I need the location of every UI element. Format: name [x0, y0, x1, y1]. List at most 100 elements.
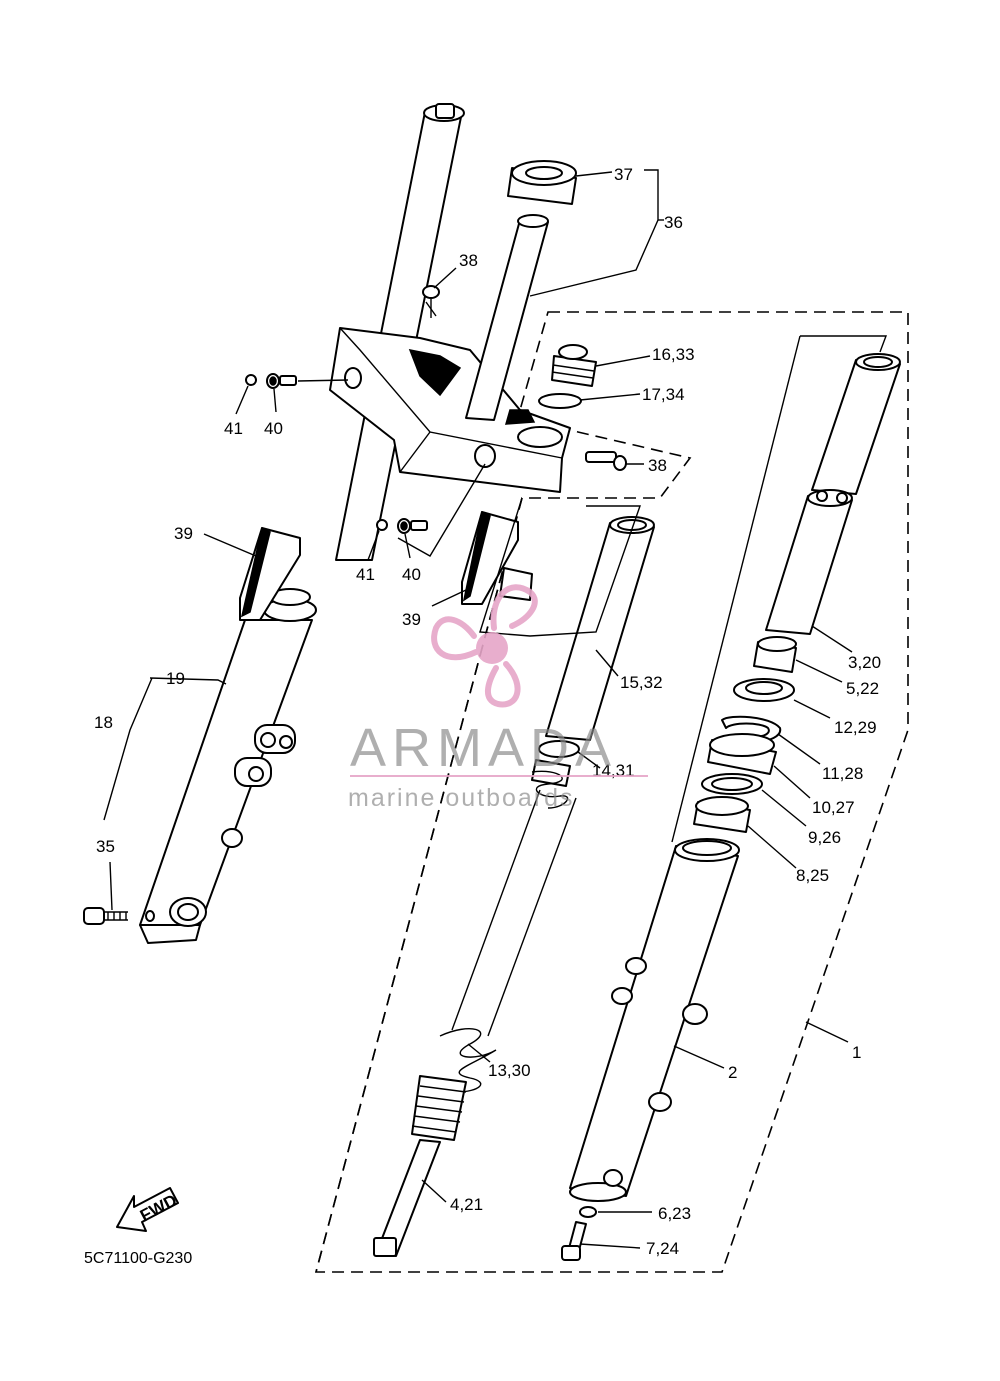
- bolt-38-upper-thread: [425, 301, 437, 317]
- left-tube-cap: [435, 103, 455, 119]
- callout-6-23: 6,23: [658, 1204, 691, 1223]
- callout-41-lower: 41: [356, 565, 375, 584]
- damper-rod-tip: [373, 1237, 397, 1257]
- fasteners-lower: [376, 518, 428, 534]
- inner-tube-15: [531, 516, 655, 809]
- bracket-stem-gusset: [504, 409, 536, 425]
- bolt-38-right: [585, 451, 627, 471]
- under-bracket-edge-2: [399, 431, 431, 473]
- diagram-code: 5C71100-G230: [84, 1250, 192, 1267]
- callout-39-right: 39: [402, 610, 421, 629]
- callout-37: 37: [614, 165, 633, 184]
- spring-seat: [531, 759, 571, 787]
- upper-tube-segment: [811, 359, 901, 495]
- outer-tube-bottom: [569, 1182, 627, 1202]
- inner-tube-body: [545, 522, 655, 741]
- leader-39-left: [203, 533, 257, 557]
- callout-36: 36: [664, 213, 683, 232]
- callout-17-34: 17,34: [642, 385, 685, 404]
- callout-12-29: 12,29: [834, 718, 877, 737]
- leader-bracket-bolt: [397, 463, 486, 557]
- under-bracket: [329, 214, 571, 493]
- outer-tube-2: [569, 838, 740, 1202]
- left-outer-tube-bottom: [139, 924, 201, 944]
- bolt-38-right-shank: [585, 451, 617, 463]
- leader-39-right: [431, 589, 467, 607]
- callout-41-upper: 41: [224, 419, 243, 438]
- leader-4: [421, 1179, 447, 1203]
- steering-stem: [465, 219, 549, 421]
- right-guard-clamp: [499, 567, 533, 601]
- callout-40-upper: 40: [264, 419, 283, 438]
- left-caliper-mount-hole-2: [279, 735, 293, 749]
- leader-13: [467, 1043, 491, 1063]
- fwd-arrow-icon: FWD: [116, 1187, 180, 1232]
- leader-3-bracket: [800, 335, 888, 353]
- callout-8-25: 8,25: [796, 866, 829, 885]
- leader-2: [673, 1045, 725, 1069]
- spring-13-coils: [439, 1028, 497, 1093]
- armada-logo-icon: [431, 584, 538, 708]
- inner-boundary-line: [315, 497, 523, 1273]
- left-caliper-mount-hole-1: [260, 732, 276, 748]
- left-caliper-mount-hole-3: [248, 766, 264, 782]
- right-guard-shade: [462, 510, 491, 602]
- gasket-6: [579, 1206, 597, 1218]
- callout-2: 2: [728, 1063, 737, 1082]
- leader-14: [577, 751, 601, 769]
- outer-tube-mount-boss: [682, 1003, 708, 1025]
- bearing-37: [507, 160, 577, 205]
- callout-19: 19: [166, 669, 185, 688]
- leader-41-upper: [235, 385, 249, 415]
- outer-tube-axle-hole: [603, 1169, 623, 1187]
- bracket-pinch-hole: [344, 367, 362, 389]
- left-outer-tube: [139, 619, 313, 926]
- leader-3: [811, 625, 853, 653]
- callout-7-24: 7,24: [646, 1239, 679, 1258]
- bracket-tube-hole: [517, 426, 563, 448]
- washer-9-inner: [711, 777, 753, 791]
- callout-13-30: 13,30: [488, 1061, 531, 1080]
- leader-40-upper: [273, 388, 277, 413]
- outer-tube-mount-mid: [611, 987, 633, 1005]
- assembled-fork-leg: [139, 103, 465, 944]
- bolt-35-thread: [104, 911, 128, 921]
- leader-9: [761, 789, 807, 827]
- inner-tube-3: [765, 353, 901, 635]
- washer-12-inner: [745, 681, 783, 695]
- leader-1: [805, 1021, 849, 1043]
- damper-rod: [373, 789, 577, 1257]
- leader-41-lower: [367, 530, 380, 561]
- washer-40-lower-core: [400, 521, 408, 531]
- leader-15: [595, 649, 619, 677]
- leader-37: [575, 171, 613, 177]
- bolt-35-head: [83, 907, 105, 925]
- steering-stem-top: [517, 214, 549, 228]
- leader-35: [109, 861, 113, 911]
- drain-bolt-assembly: [561, 1206, 597, 1261]
- callout-15-32: 15,32: [620, 673, 663, 692]
- left-fork-guard: [239, 527, 301, 621]
- callout-10-27: 10,27: [812, 798, 855, 817]
- lower-tube-segment: [765, 495, 853, 635]
- washer-40-upper-core: [269, 376, 277, 386]
- callout-9-26: 9,26: [808, 828, 841, 847]
- fwd-arrow-shape: [116, 1187, 179, 1232]
- outer-tube-top-bore: [682, 840, 732, 856]
- leader-11: [777, 733, 821, 765]
- fasteners-upper: [245, 373, 297, 389]
- cap-bolt-thread-2: [551, 371, 594, 379]
- rebound-spring-body: [411, 1075, 467, 1141]
- leader-17: [579, 393, 641, 401]
- tube-joint-hole-2: [836, 492, 848, 504]
- callout-3-20: 3,20: [848, 653, 881, 672]
- under-bracket-edge-1: [339, 327, 563, 459]
- cap-41-lower: [376, 519, 388, 531]
- left-fork-guard-shade: [240, 526, 271, 618]
- leader-38-upper: [433, 267, 457, 289]
- left-axle-boss-hole: [177, 903, 199, 921]
- outer-tube-body: [569, 845, 739, 1197]
- bearing-bore: [525, 166, 563, 180]
- bolt-38-upper-head: [422, 285, 440, 299]
